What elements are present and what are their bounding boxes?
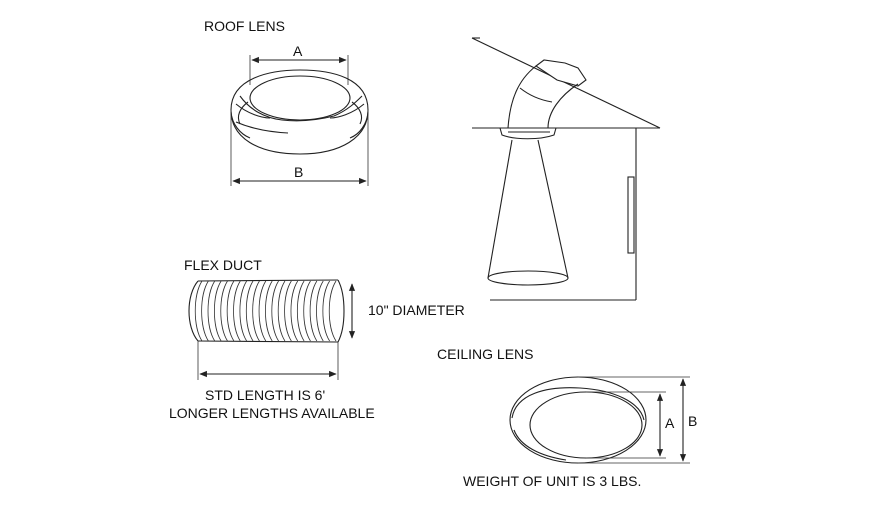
duct-rib — [207, 280, 216, 342]
duct-rib — [245, 280, 254, 342]
roof-lens-dim-a-label: A — [293, 43, 303, 59]
duct-rib — [258, 280, 267, 342]
ceiling-lens-dim-a-label: A — [665, 415, 675, 431]
duct-rib — [233, 280, 241, 342]
duct-rib — [328, 280, 337, 342]
duct-length-dim — [197, 341, 339, 380]
duct-rib — [303, 280, 311, 342]
duct-length-note-1: STD LENGTH IS 6' — [205, 387, 325, 403]
duct-rib — [271, 280, 279, 342]
roof-lens-dim-a: A — [249, 43, 349, 85]
roof-lens-dim-b-label: B — [294, 164, 303, 180]
duct-rib — [214, 280, 222, 342]
installation-section: 10" DIAMETER — [368, 37, 661, 318]
duct-rib — [309, 280, 318, 342]
wall-fixture — [627, 176, 635, 254]
diameter-note: 10" DIAMETER — [368, 302, 465, 318]
duct-rib — [226, 280, 235, 342]
ceiling-lens-dim-a: A — [586, 391, 675, 459]
roof-dome — [535, 59, 587, 87]
duct-rib — [284, 280, 292, 342]
ceiling-lens-inner — [529, 391, 643, 459]
roof-lens-title: ROOF LENS — [204, 18, 285, 34]
weight-note: WEIGHT OF UNIT IS 3 LBS. — [463, 473, 641, 489]
duct-rib — [194, 280, 203, 342]
flex-duct-figure: FLEX DUCT STD LENGTH IS 6' LONGER LENGTH… — [169, 257, 375, 421]
duct-rib — [252, 280, 260, 342]
duct-rib — [239, 280, 248, 342]
duct-rib — [322, 280, 330, 342]
ceiling-lens-figure: CEILING LENS A B WEIGHT OF UNIT IS 3 LBS… — [437, 346, 697, 489]
flex-duct-body — [188, 279, 345, 343]
duct-rib — [290, 280, 299, 342]
ceiling-lens-dim-b: B — [578, 376, 697, 464]
duct-rib — [316, 280, 324, 342]
duct-rib — [277, 280, 286, 342]
roof-lens-dim-b: B — [230, 110, 369, 186]
roof-lens-body — [230, 69, 369, 155]
duct-rib — [265, 280, 273, 342]
ceiling-lens-title: CEILING LENS — [437, 346, 533, 362]
flex-duct-title: FLEX DUCT — [184, 257, 262, 273]
duct-rib — [220, 280, 228, 342]
duct-rib — [201, 280, 209, 342]
duct-length-note-2: LONGER LENGTHS AVAILABLE — [169, 405, 375, 421]
duct-rib — [297, 280, 305, 342]
light-cone — [487, 139, 569, 286]
roof-lens-figure: ROOF LENS A B — [204, 18, 369, 186]
ceiling-lens-dim-b-label: B — [688, 413, 697, 429]
